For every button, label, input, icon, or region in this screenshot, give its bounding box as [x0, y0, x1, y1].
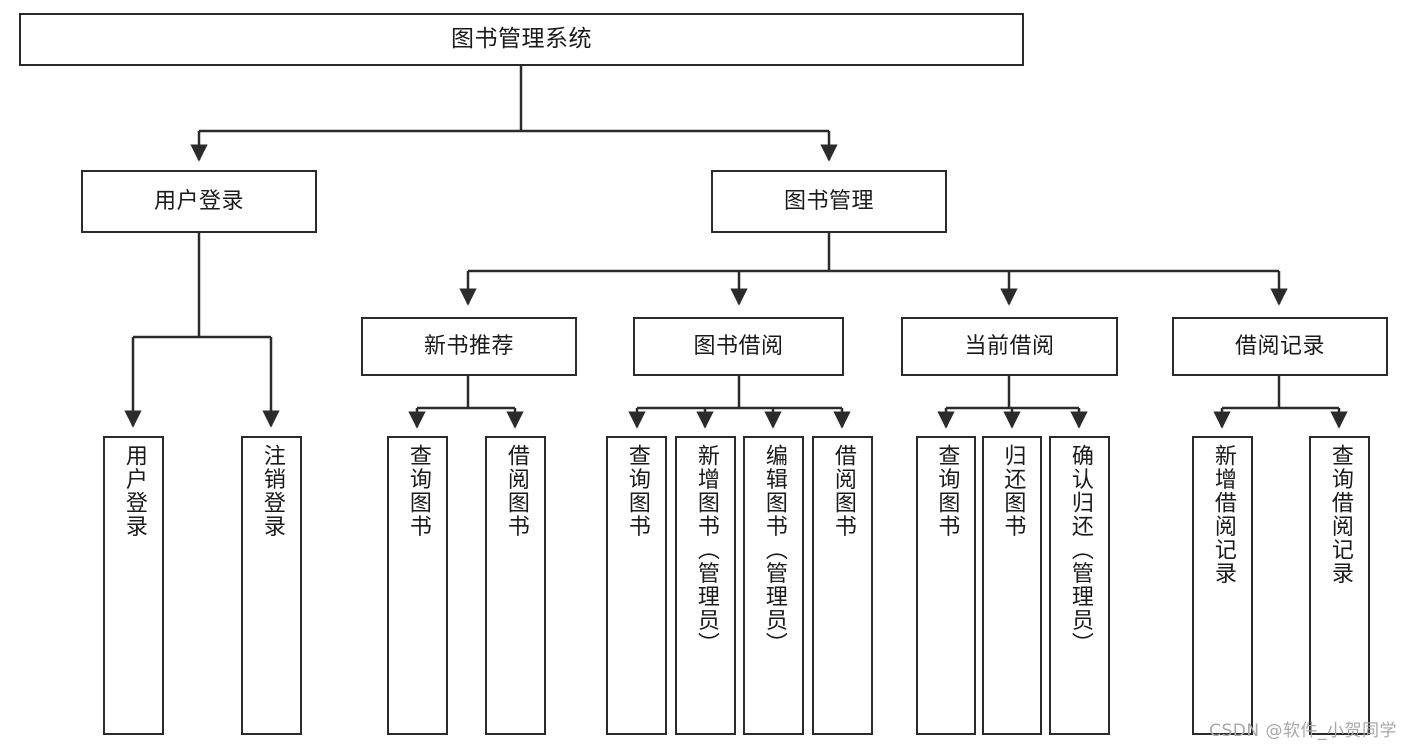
node-new-book-recommend[interactable]: 新书推荐	[361, 317, 577, 376]
node-leaf-borrow-book-2[interactable]: 借阅图书	[812, 436, 873, 735]
node-borrow-record-label: 借阅记录	[1234, 333, 1325, 359]
node-leaf-user-login-label: 用户登录	[121, 444, 147, 538]
node-leaf-query-book-1-label: 查询图书	[405, 444, 431, 538]
node-leaf-query-book-2-label: 查询图书	[624, 444, 650, 538]
node-leaf-add-book[interactable]: 新增图书（管理员）	[675, 436, 736, 735]
node-leaf-confirm-return[interactable]: 确认归还（管理员）	[1049, 436, 1110, 735]
node-current-borrow-label: 当前借阅	[964, 333, 1055, 359]
node-book-borrow[interactable]: 图书借阅	[633, 317, 844, 376]
node-leaf-return-book-label: 归还图书	[1000, 444, 1026, 538]
node-leaf-query-record[interactable]: 查询借阅记录	[1309, 436, 1370, 735]
node-root-label: 图书管理系统	[451, 25, 592, 52]
node-user-login-label: 用户登录	[153, 188, 244, 214]
node-book-borrow-label: 图书借阅	[693, 333, 784, 359]
node-leaf-return-book[interactable]: 归还图书	[982, 436, 1042, 735]
node-book-management[interactable]: 图书管理	[711, 170, 947, 233]
node-leaf-borrow-book-1[interactable]: 借阅图书	[485, 436, 546, 735]
node-leaf-add-book-label: 新增图书（管理员）	[693, 444, 719, 656]
node-leaf-query-record-label: 查询借阅记录	[1327, 444, 1353, 585]
node-leaf-borrow-book-2-label: 借阅图书	[830, 444, 856, 538]
node-leaf-edit-book[interactable]: 编辑图书（管理员）	[743, 436, 804, 735]
node-leaf-query-book-3-label: 查询图书	[934, 444, 960, 538]
node-borrow-record[interactable]: 借阅记录	[1172, 317, 1388, 376]
node-leaf-borrow-book-1-label: 借阅图书	[503, 444, 529, 538]
node-leaf-logout-login[interactable]: 注销登录	[241, 436, 302, 735]
node-leaf-logout-login-label: 注销登录	[259, 444, 285, 538]
node-leaf-edit-book-label: 编辑图书（管理员）	[761, 444, 787, 656]
node-leaf-query-book-3[interactable]: 查询图书	[916, 436, 976, 735]
watermark: CSDN @软件_小贺同学	[1209, 721, 1397, 741]
node-leaf-add-record[interactable]: 新增借阅记录	[1192, 436, 1253, 735]
node-leaf-confirm-return-label: 确认归还（管理员）	[1067, 444, 1093, 656]
node-leaf-query-book-1[interactable]: 查询图书	[387, 436, 448, 735]
node-leaf-add-record-label: 新增借阅记录	[1210, 444, 1236, 585]
node-current-borrow[interactable]: 当前借阅	[901, 317, 1118, 376]
node-leaf-query-book-2[interactable]: 查询图书	[606, 436, 667, 735]
node-root[interactable]: 图书管理系统	[19, 13, 1024, 66]
node-book-management-label: 图书管理	[783, 188, 874, 214]
node-user-login[interactable]: 用户登录	[81, 170, 317, 233]
node-new-book-recommend-label: 新书推荐	[423, 333, 514, 359]
node-leaf-user-login[interactable]: 用户登录	[103, 436, 164, 735]
